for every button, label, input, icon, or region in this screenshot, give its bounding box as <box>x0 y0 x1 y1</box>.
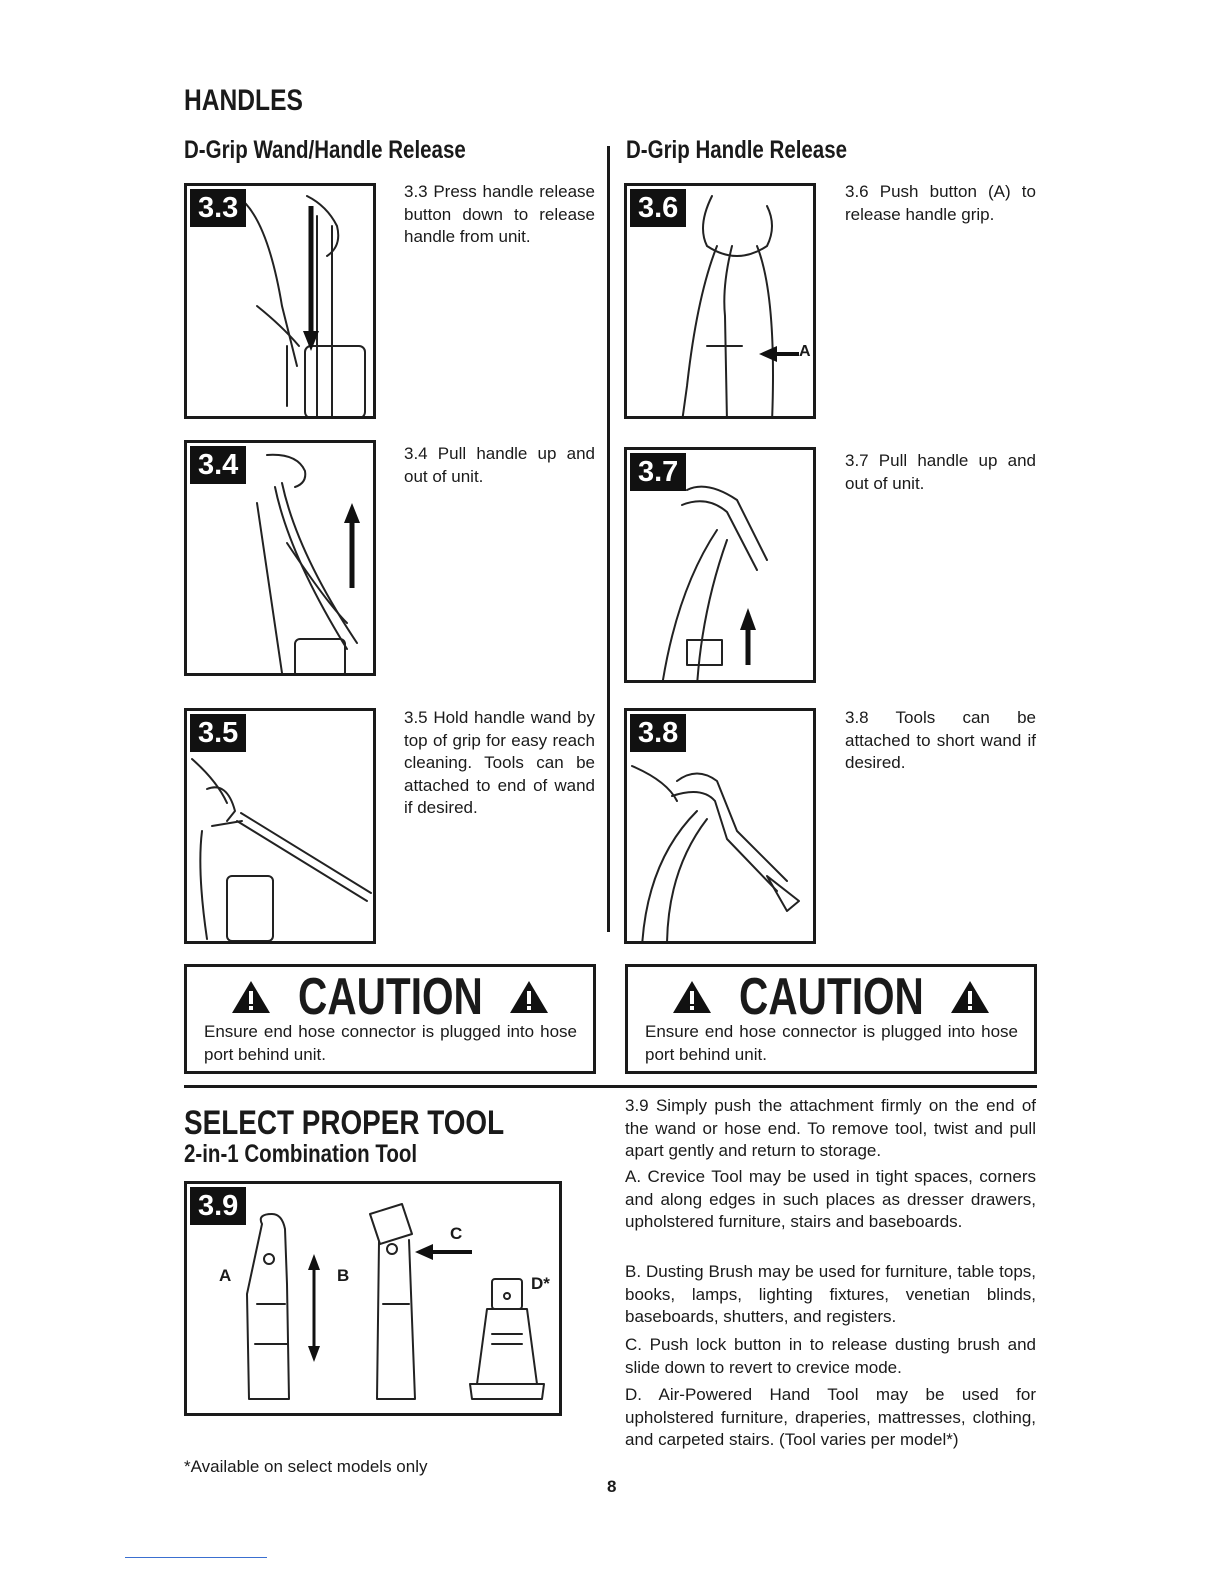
tools-title: SELECT PROPER TOOL <box>184 1104 505 1142</box>
figure-label: 3.9 <box>190 1187 247 1225</box>
warning-triangle-icon <box>950 981 989 1013</box>
step-3-6-text: 3.6 Push button (A) to release handle gr… <box>845 182 1036 224</box>
tools-paragraph-d: D. Air-Powered Hand Tool may be used for… <box>625 1385 1036 1449</box>
figure-3-6-illustration <box>681 195 799 416</box>
figure-3-3-illustration <box>236 195 366 416</box>
figure-label: 3.3 <box>190 189 247 227</box>
tools-subtitle: 2-in-1 Combination Tool <box>184 1140 418 1168</box>
step-3-4-text: 3.4 Pull handle up and out of unit. <box>404 444 595 486</box>
figure-3-7: 3.7 <box>624 447 816 683</box>
step-3-8-text: 3.8 Tools can be attached to short wand … <box>845 708 1036 772</box>
page-number: 8 <box>607 1477 617 1496</box>
section-title: HANDLES <box>184 84 303 117</box>
figure-3-6: 3.6 A <box>624 183 816 419</box>
tools-paragraph-a: A. Crevice Tool may be used in tight spa… <box>625 1167 1036 1231</box>
figure-3-7-illustration <box>661 485 768 680</box>
figure-3-4-illustration <box>256 453 360 673</box>
step-3-5-text: 3.5 Hold handle wand by top of grip for … <box>404 708 595 817</box>
caution-text: Ensure end hose connector is plugged int… <box>645 1022 1018 1064</box>
callout-d: D* <box>531 1274 550 1293</box>
caution-box-left: CAUTION Ensure end hose connector is plu… <box>184 964 596 1074</box>
figure-label: 3.8 <box>630 714 687 752</box>
figure-3-9-illustration <box>246 1203 545 1400</box>
footer-line <box>125 1557 267 1558</box>
callout-c: C <box>450 1224 463 1243</box>
figure-3-5: 3.5 <box>184 708 376 944</box>
section-divider <box>184 1085 1037 1088</box>
caution-title: CAUTION <box>628 969 1034 1025</box>
tools-paragraph-b: B. Dusting Brush may be used for furnitu… <box>625 1262 1036 1326</box>
figure-3-8: 3.8 <box>624 708 816 944</box>
callout-b: B <box>337 1266 350 1285</box>
figure-label: 3.7 <box>630 453 687 491</box>
caution-box-right: CAUTION Ensure end hose connector is plu… <box>625 964 1037 1074</box>
step-3-3-text: 3.3 Press handle release button down to … <box>404 182 595 246</box>
caution-text: Ensure end hose connector is plugged int… <box>204 1022 577 1064</box>
step-3-7-text: 3.7 Pull handle up and out of unit. <box>845 451 1036 493</box>
warning-triangle-icon <box>509 981 548 1013</box>
tools-paragraph-3-9: 3.9 Simply push the attachment firmly on… <box>625 1096 1036 1160</box>
right-subtitle: D-Grip Handle Release <box>626 136 848 164</box>
warning-triangle-icon <box>232 981 271 1013</box>
callout-a: A <box>799 343 811 360</box>
figure-3-8-illustration <box>631 765 800 941</box>
footnote: *Available on select models only <box>184 1457 428 1476</box>
column-divider <box>607 146 610 932</box>
figure-3-3: 3.3 <box>184 183 376 419</box>
warning-triangle-icon <box>673 981 712 1013</box>
figure-label: 3.4 <box>190 446 247 484</box>
figure-3-9: 3.9 A B C D* <box>184 1181 562 1416</box>
tools-paragraph-c: C. Push lock button in to release dustin… <box>625 1335 1036 1377</box>
left-subtitle: D-Grip Wand/Handle Release <box>184 136 466 164</box>
figure-label: 3.5 <box>190 714 247 752</box>
figure-label: 3.6 <box>630 189 687 227</box>
caution-title: CAUTION <box>187 969 593 1025</box>
figure-3-4: 3.4 <box>184 440 376 676</box>
callout-a: A <box>219 1266 232 1285</box>
figure-3-5-illustration <box>191 758 372 941</box>
